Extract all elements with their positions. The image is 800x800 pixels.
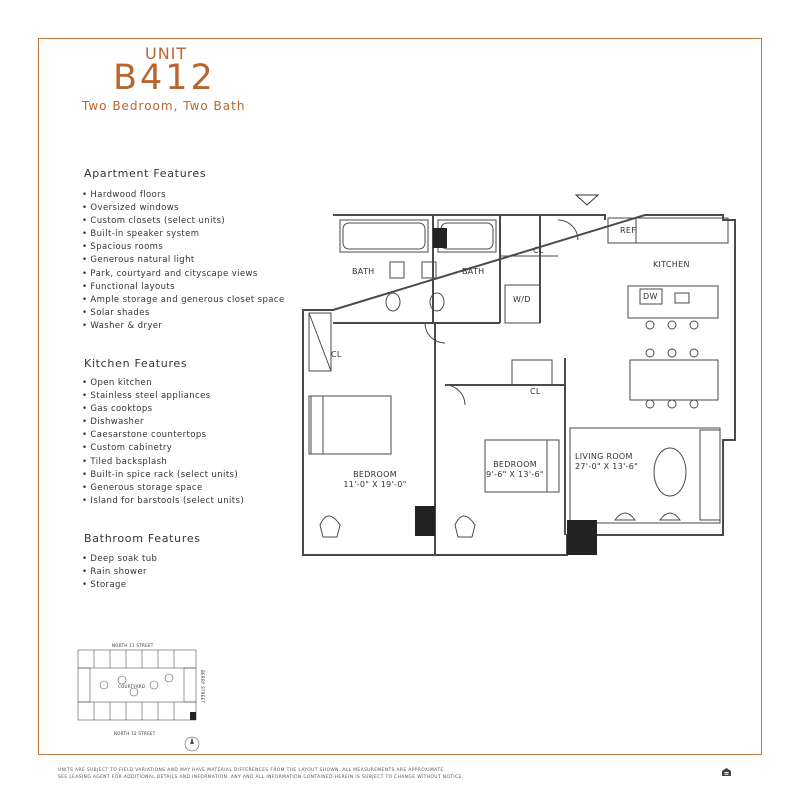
list-item: Custom cabinetry xyxy=(82,442,244,455)
list-item: Washer & dryer xyxy=(82,320,285,333)
disclaimer-line-2: SEE LEASING AGENT FOR ADDITIONAL DETAILS… xyxy=(58,775,464,780)
list-item: Stainless steel appliances xyxy=(82,390,244,403)
disclaimer: UNITS ARE SUBJECT TO FIELD VARIATIONS AN… xyxy=(58,767,698,781)
entry-marker-icon xyxy=(574,194,600,206)
list-item: Built-in spice rack (select units) xyxy=(82,469,244,482)
bedroom-1-size: 11'-0" X 19'-0" xyxy=(343,480,407,489)
north-arrow-icon xyxy=(184,736,200,752)
south-street-label: NORTH 12 STREET xyxy=(114,731,156,736)
floor-plan-drawing xyxy=(302,194,736,556)
bedroom-2-label: BEDROOM 9'-6" X 13'-6" xyxy=(475,460,555,480)
list-item: Park, courtyard and cityscape views xyxy=(82,268,285,281)
disclaimer-line-1: UNITS ARE SUBJECT TO FIELD VARIATIONS AN… xyxy=(58,768,446,773)
bathroom-features-title: Bathroom Features xyxy=(84,532,201,545)
living-room-size: 27'-0" X 13'-6" xyxy=(575,462,639,471)
living-room-name: LIVING ROOM xyxy=(575,452,633,461)
north-street-label: NORTH 11 STREET xyxy=(112,643,154,648)
refrigerator-label: REF xyxy=(620,226,637,235)
page-frame xyxy=(38,38,762,755)
kitchen-label: KITCHEN xyxy=(653,260,690,269)
list-item: Generous storage space xyxy=(82,482,244,495)
list-item: Tiled backsplash xyxy=(82,456,244,469)
list-item: Solar shades xyxy=(82,307,285,320)
courtyard-label: COURTYARD xyxy=(118,684,146,689)
kitchen-features-title: Kitchen Features xyxy=(84,357,188,370)
bath-2-label: BATH xyxy=(462,267,485,276)
list-item: Spacious rooms xyxy=(82,241,285,254)
apartment-features-list: Hardwood floors Oversized windows Custom… xyxy=(82,189,285,333)
bedroom-2-name: BEDROOM xyxy=(493,460,537,469)
list-item: Rain shower xyxy=(82,566,157,579)
dishwasher-label: DW xyxy=(643,292,658,301)
list-item: Dishwasher xyxy=(82,416,244,429)
site-plan: NORTH 11 STREET NORTH 12 STREET COURTYAR… xyxy=(74,640,214,755)
closet-label: CL xyxy=(530,387,541,396)
bath-1-label: BATH xyxy=(352,267,375,276)
list-item: Ample storage and generous closet space xyxy=(82,294,285,307)
living-room-label: LIVING ROOM 27'-0" X 13'-6" xyxy=(575,452,645,472)
bathroom-features-list: Deep soak tub Rain shower Storage xyxy=(82,553,157,592)
list-item: Hardwood floors xyxy=(82,189,285,202)
list-item: Functional layouts xyxy=(82,281,285,294)
side-street-label: BERRY STREET xyxy=(200,670,205,704)
washer-dryer-label: W/D xyxy=(513,295,531,304)
bedroom-1-label: BEDROOM 11'-0" X 19'-0" xyxy=(325,470,425,490)
site-plan-drawing xyxy=(77,649,200,752)
list-item: Open kitchen xyxy=(82,377,244,390)
bedroom-1-name: BEDROOM xyxy=(353,470,397,479)
list-item: Storage xyxy=(82,579,157,592)
unit-location-marker xyxy=(190,712,196,720)
kitchen-features-list: Open kitchen Stainless steel appliances … xyxy=(82,377,244,508)
unit-type: Two Bedroom, Two Bath xyxy=(82,99,246,113)
unit-label: UNIT xyxy=(145,44,188,63)
floor-plan: BATH BATH CL W/D CL CL REF DW KITCHEN BE… xyxy=(295,190,755,560)
bedroom-2-size: 9'-6" X 13'-6" xyxy=(486,470,544,479)
unit-number: B412 xyxy=(113,58,216,98)
list-item: Built-in speaker system xyxy=(82,228,285,241)
list-item: Caesarstone countertops xyxy=(82,429,244,442)
list-item: Generous natural light xyxy=(82,254,285,267)
closet-label: CL xyxy=(533,246,544,255)
equal-housing-icon xyxy=(722,768,731,776)
apartment-features-title: Apartment Features xyxy=(84,167,207,180)
list-item: Deep soak tub xyxy=(82,553,157,566)
closet-label: CL xyxy=(331,350,342,359)
list-item: Gas cooktops xyxy=(82,403,244,416)
list-item: Island for barstools (select units) xyxy=(82,495,244,508)
list-item: Custom closets (select units) xyxy=(82,215,285,228)
list-item: Oversized windows xyxy=(82,202,285,215)
